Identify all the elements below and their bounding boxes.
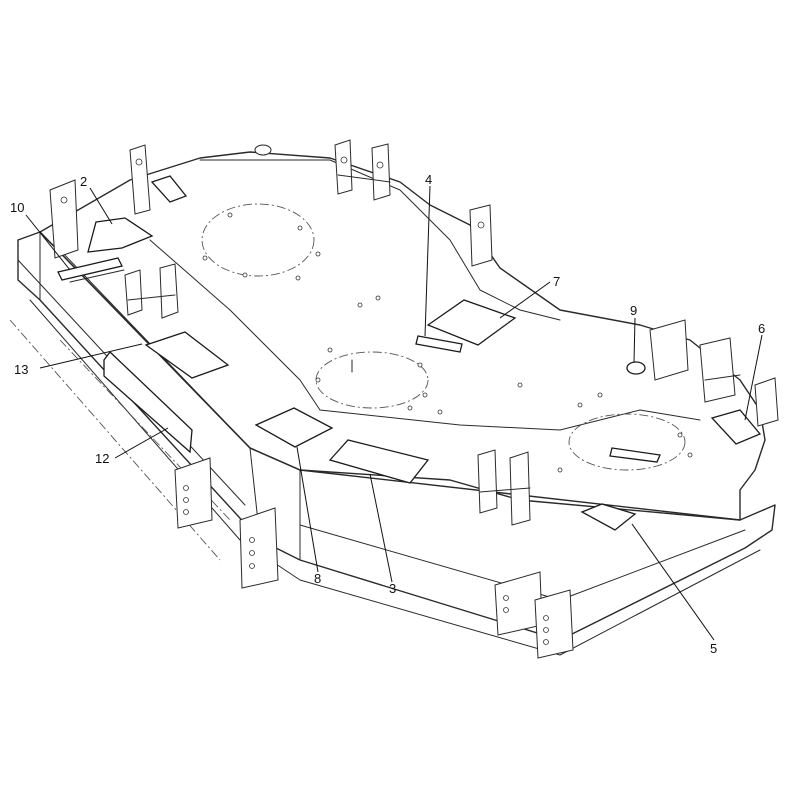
decal-2 xyxy=(87,217,154,253)
decal-13 xyxy=(144,331,230,379)
callout-9: 9 xyxy=(630,303,637,318)
callout-10: 10 xyxy=(10,200,24,215)
decal-right-opening xyxy=(609,447,661,463)
callout-13: 13 xyxy=(14,362,28,377)
callout-3: 3 xyxy=(389,581,396,596)
decal-5 xyxy=(580,503,637,531)
gauge-posts xyxy=(174,457,574,659)
bracket-right xyxy=(649,319,779,427)
decal-8 xyxy=(254,407,334,448)
callout-12: 12 xyxy=(95,451,109,466)
blade-opening-left xyxy=(201,203,315,277)
decal-10 xyxy=(57,257,125,283)
blade-opening-right xyxy=(568,413,686,471)
decal-12 xyxy=(103,351,193,454)
bracket-left-mid xyxy=(124,263,179,319)
callout-labels: 2 10 13 12 4 7 9 6 8 3 5 xyxy=(10,172,765,656)
callout-4: 4 xyxy=(425,172,432,187)
callout-7: 7 xyxy=(553,274,560,289)
deck-bolt-holes xyxy=(202,212,693,473)
decal-3 xyxy=(328,439,430,484)
decal-6 xyxy=(710,409,762,445)
decal-7 xyxy=(426,299,517,346)
bracket-left-rear xyxy=(49,144,151,259)
callout-6: 6 xyxy=(758,321,765,336)
decal-rear-small xyxy=(150,175,188,203)
bracket-front-center xyxy=(477,449,531,526)
callout-5: 5 xyxy=(710,641,717,656)
callout-8: 8 xyxy=(314,571,321,586)
bracket-rear-center xyxy=(254,139,391,201)
decal-9 xyxy=(626,361,646,375)
callout-2: 2 xyxy=(80,174,87,189)
blade-opening-center xyxy=(315,351,429,409)
bracket-rear-right xyxy=(469,204,493,267)
decal-4 xyxy=(415,335,463,353)
leader-lines xyxy=(25,185,763,641)
